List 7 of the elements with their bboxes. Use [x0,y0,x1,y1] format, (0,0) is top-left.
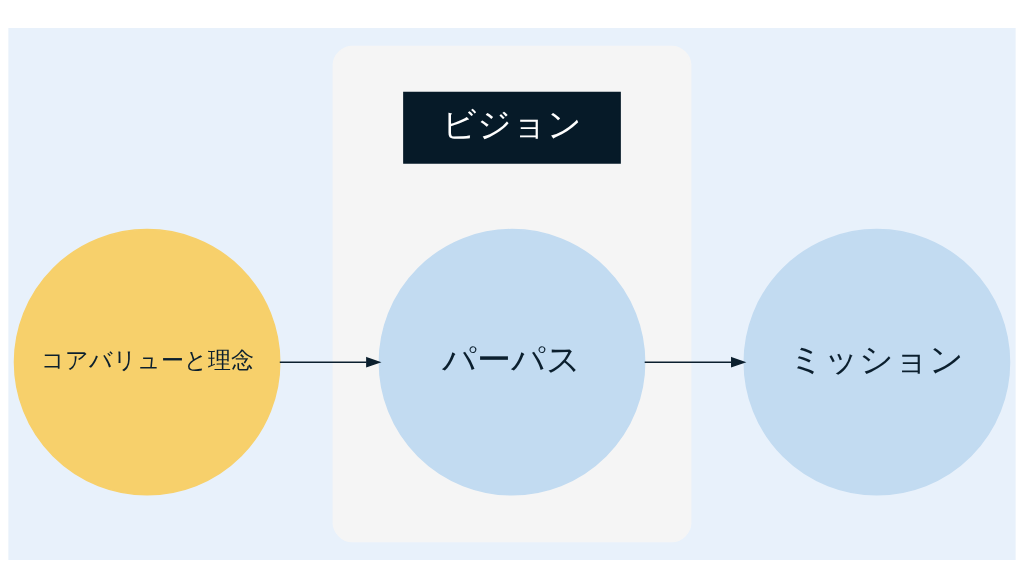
cluster [332,45,692,543]
arrow [643,356,747,368]
node-circle: ミッション [743,228,1011,496]
node-box: ビジョン [403,91,621,164]
arrow [279,356,382,368]
node-circle: パーパス [378,228,646,496]
node-circle: コアバリューと理念 [13,228,281,496]
